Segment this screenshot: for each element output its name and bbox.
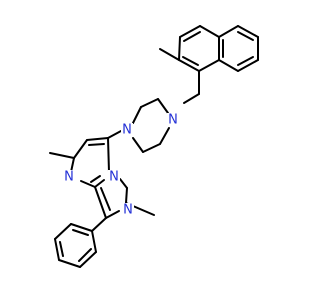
bond: [94, 186, 107, 219]
bond: [132, 106, 142, 124]
atom-label-n: N: [109, 170, 119, 185]
bond: [90, 175, 101, 183]
bond: [79, 251, 97, 268]
bond: [237, 31, 254, 41]
bond: [132, 137, 144, 153]
bond: [159, 127, 170, 145]
atom-label-n: N: [122, 123, 132, 138]
bond: [54, 238, 60, 261]
bond: [198, 59, 220, 72]
pyrazolopyrimidine-group: [49, 137, 155, 219]
atom-label-n: N: [168, 113, 178, 128]
bond: [70, 157, 75, 173]
bond: [91, 230, 97, 253]
molecule-canvas: N N N N N: [49, 25, 259, 268]
bond: [58, 259, 81, 268]
bond: [107, 137, 110, 173]
naphthalene-group: [159, 25, 259, 104]
bond: [59, 241, 64, 257]
bond: [237, 56, 254, 66]
bond: [100, 187, 111, 211]
bond: [218, 25, 239, 38]
atom-label-n: N: [64, 170, 74, 185]
atom-labels: N N N N N: [63, 113, 179, 218]
phenyl-group: [54, 217, 107, 268]
bond: [54, 223, 72, 240]
methyl-bond: [159, 48, 180, 61]
bond: [142, 143, 161, 153]
bond: [119, 178, 128, 189]
bond: [140, 98, 159, 108]
atom-label-n: N: [123, 203, 133, 218]
methylene-bond: [183, 93, 200, 104]
bond: [72, 229, 89, 236]
bond: [49, 152, 75, 159]
bond: [237, 25, 259, 38]
bond: [178, 59, 200, 72]
bond: [78, 248, 92, 262]
bond: [218, 59, 239, 72]
bond: [73, 139, 88, 159]
bond: [183, 31, 201, 42]
bond: [80, 180, 96, 188]
piperazine-group: [107, 98, 170, 153]
bond: [86, 137, 109, 141]
bond: [157, 98, 169, 114]
bond: [91, 217, 107, 232]
bond: [178, 36, 181, 61]
bond: [70, 223, 93, 232]
bond: [179, 25, 201, 38]
bond: [237, 59, 259, 72]
bond: [199, 25, 220, 38]
bond: [105, 210, 120, 219]
bond: [107, 130, 122, 139]
molecule-structure: N N N N N: [49, 25, 259, 268]
bond: [125, 187, 128, 204]
bond: [94, 179, 105, 188]
bond: [182, 56, 199, 66]
bond: [88, 143, 105, 146]
